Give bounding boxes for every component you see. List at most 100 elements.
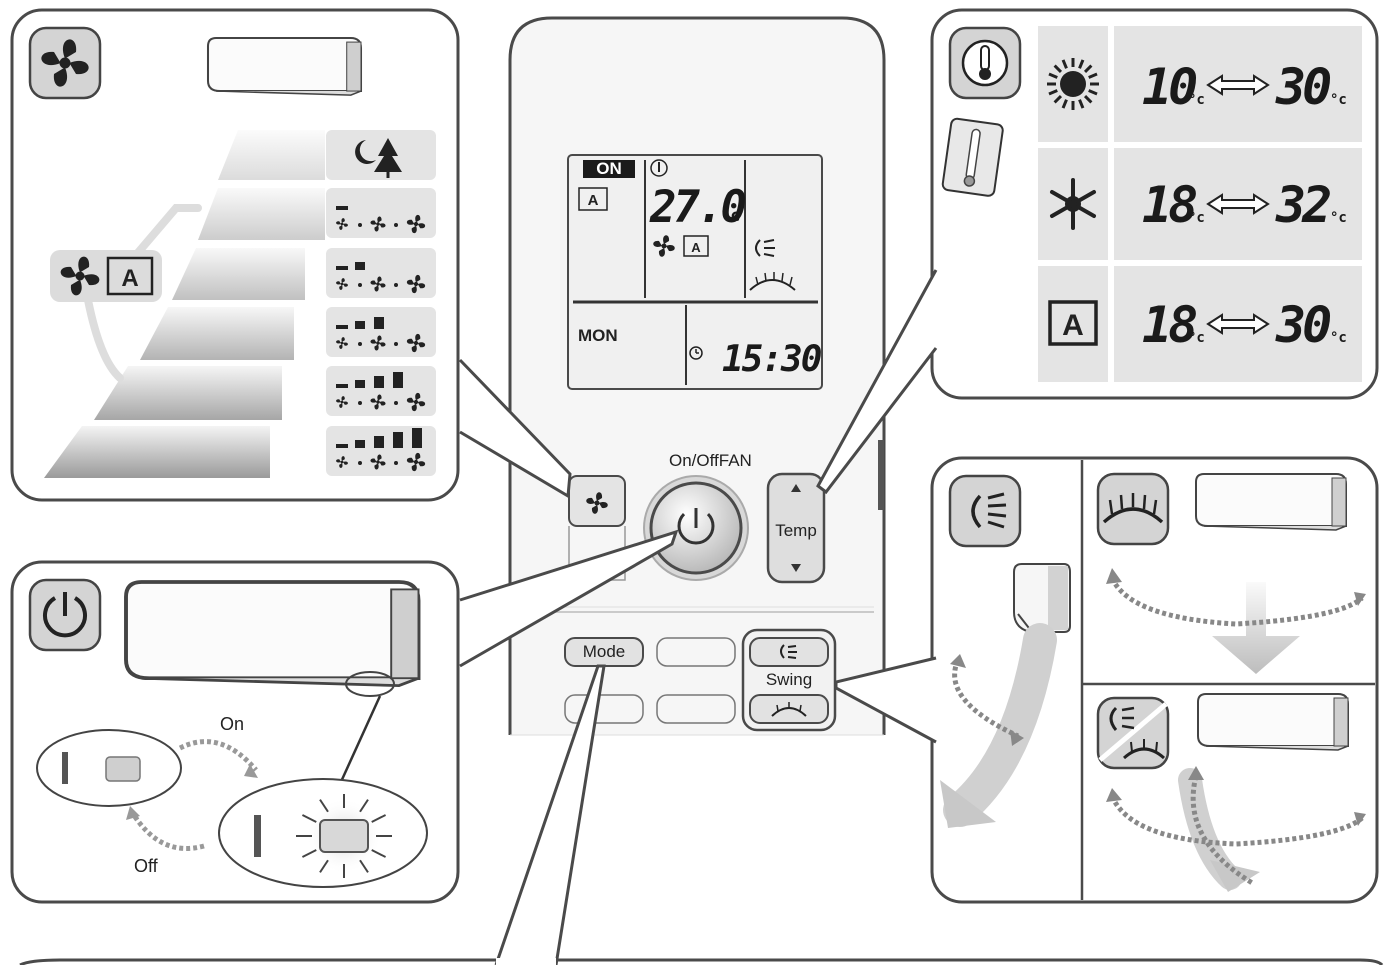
fan-strip-5: [44, 426, 270, 478]
fan-level-bar: [393, 432, 403, 448]
vertical-swing-arc: [952, 658, 1020, 739]
blank-button-1[interactable]: [656, 637, 736, 667]
indicator-highlight: [345, 671, 395, 697]
combined-horizontal-arc: [1109, 794, 1364, 847]
combined-vertical-swing-icon: [1109, 706, 1118, 731]
cool-range-arrow: [1206, 193, 1270, 215]
lcd-auto-icon: [578, 187, 608, 211]
fan-level-5: [326, 426, 436, 476]
auto-min-temp: 18: [1142, 296, 1198, 354]
horizontal-airflow-arrow: [1212, 582, 1300, 674]
mode-callout: [494, 664, 606, 965]
mode-button-label: Mode: [582, 642, 626, 661]
auto-max-temp: 30: [1276, 296, 1332, 354]
temp-down-icon: [791, 564, 801, 572]
combined-vertical-arc: [1190, 775, 1256, 887]
lcd-horizontal-swing-icon: [749, 279, 796, 291]
onoff-button-label: On/OffFAN: [669, 451, 752, 470]
lcd-vertical-swing-icon: [755, 239, 761, 257]
moon-icon: [355, 140, 376, 164]
fan-level-bar: [355, 440, 365, 448]
auto-max-unit: °c: [1330, 330, 1347, 346]
lcd-time: 15:30: [722, 339, 822, 380]
lcd-temperature-unit: °c: [720, 206, 741, 226]
fan-level-bar: [355, 380, 365, 388]
indicator-lamp-on: [319, 819, 369, 853]
heat-min-unit: °c: [1188, 92, 1205, 108]
lcd-thermometer-icon: [650, 159, 668, 177]
swing-callout: [834, 656, 937, 744]
combined-swing-ac-unit: [1197, 693, 1349, 751]
power-panel-ac-unit: [124, 580, 421, 688]
temp-button[interactable]: [766, 472, 826, 584]
swing-label: Swing: [765, 670, 813, 689]
blank-button-2[interactable]: [564, 694, 644, 724]
remote-side-notch: [878, 440, 884, 510]
temp-up-icon: [791, 484, 801, 492]
fan-strip-3: [140, 307, 294, 360]
auto-range-arrow: [1206, 313, 1270, 335]
svg-text:A: A: [588, 192, 599, 209]
vertical-swing-badge-icon: [971, 494, 982, 529]
heat-max-temp: 30: [1276, 58, 1332, 116]
lcd-on-badge: [583, 160, 635, 178]
horizontal-swing-arc: [1109, 576, 1364, 627]
heat-range-arrow: [1206, 74, 1270, 96]
snowflake-icon: [1050, 178, 1096, 230]
blank-button-3[interactable]: [656, 694, 736, 724]
cool-min-temp: 18: [1142, 176, 1198, 234]
power-badge-icon: [43, 596, 87, 638]
heat-max-unit: °c: [1330, 92, 1347, 108]
svg-text:A: A: [691, 240, 701, 255]
vertical-airflow-arrow: [943, 623, 1057, 827]
fan-level-bar: [412, 428, 422, 448]
fan-level-bar: [393, 372, 403, 388]
lcd-temperature: 27.0: [650, 182, 747, 233]
lcd-on-badge-text: ON: [596, 159, 622, 178]
tree-icon: [374, 138, 402, 172]
fan-callout: [458, 358, 572, 499]
fan-level-2: [326, 248, 436, 298]
auto-mode-icon: A: [1048, 300, 1098, 346]
fan-level-1: [326, 188, 436, 238]
horizontal-swing-ac-unit: [1195, 473, 1347, 531]
fan-auto-a-icon: [106, 256, 154, 296]
thermometer-illustration: [941, 117, 1004, 197]
fan-panel-ac-unit: [206, 36, 363, 97]
on-transition-arrow: [178, 739, 258, 772]
fan-strip-1: [198, 188, 325, 240]
fan-level-bar: [336, 206, 348, 210]
auto-min-unit: °c: [1188, 330, 1205, 346]
fan-level-bar: [336, 266, 348, 270]
svg-text:A: A: [121, 265, 138, 292]
cool-min-unit: °c: [1188, 210, 1205, 226]
indicator-lamp-off: [105, 756, 141, 782]
on-label: On: [220, 714, 245, 734]
fan-level-3: [326, 307, 436, 357]
fan-level-bar: [374, 317, 384, 329]
power-icon: [677, 512, 715, 545]
fan-strip-2: [172, 248, 305, 300]
fan-level-bar: [336, 444, 348, 448]
cool-max-unit: °c: [1330, 210, 1347, 226]
svg-text:A: A: [1062, 309, 1084, 342]
temp-callout: [816, 269, 938, 495]
fan-level-bar: [374, 376, 384, 388]
heat-min-temp: 10: [1142, 58, 1198, 116]
lcd-fan-auto-icon: [683, 235, 709, 257]
fan-level-bar: [336, 325, 348, 329]
sun-icon: [1047, 58, 1099, 110]
lcd-day: MON: [578, 326, 618, 345]
fan-level-bar: [355, 262, 365, 270]
fan-level-4: [326, 366, 436, 416]
vertical-swing-badge: [948, 474, 1022, 548]
lcd-clock-icon: [689, 346, 703, 360]
power-callout: [459, 529, 679, 668]
fan-level-bar: [374, 436, 384, 448]
vertical-swing-icon: [780, 644, 785, 659]
off-transition-arrow: [129, 810, 205, 851]
side-view-ac-unit: [1013, 563, 1071, 633]
fan-strip-4: [94, 366, 282, 420]
fan-level-bar: [336, 384, 348, 388]
